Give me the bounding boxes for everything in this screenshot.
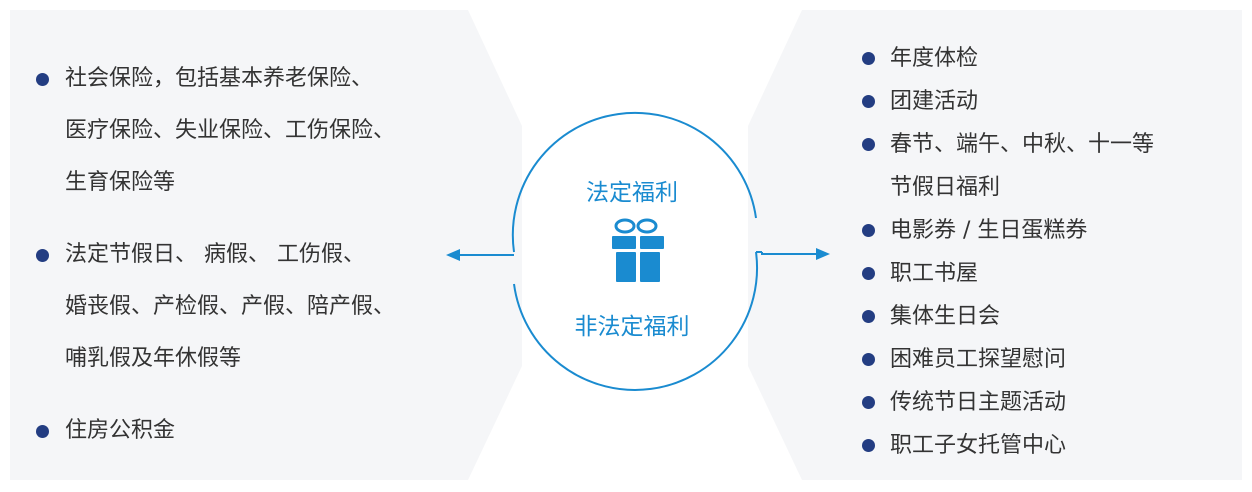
gift-icon [612,218,664,282]
list-item: 团建活动 [862,80,1242,123]
bullet-icon [862,310,875,323]
bullet-icon [862,138,875,151]
list-item: 电影券 / 生日蛋糕券 [862,209,1242,252]
list-item-text: 困难员工探望慰问 [890,347,1067,372]
list-item-text: 职工子女托管中心 [890,433,1067,458]
bullet-icon [36,249,49,262]
list-item: 集体生日会 [862,295,1242,338]
list-item: 传统节日主题活动 [862,381,1242,424]
list-item-text: 春节、端午、中秋、十一等 [890,132,1155,157]
list-item-text: 传统节日主题活动 [890,390,1067,415]
bullet-icon [862,353,875,366]
list-item: 困难员工探望慰问 [862,338,1242,381]
bullet-icon [862,95,875,108]
bullet-icon [862,267,875,280]
list-item-text: 婚丧假、产检假、产假、陪产假、 [65,294,396,319]
left-panel [10,10,522,480]
list-item-text: 节假日福利 [890,175,1001,200]
list-item: 职工子女托管中心 [862,424,1242,467]
bullet-icon [862,396,875,409]
list-item: 春节、端午、中秋、十一等节假日福利 [862,123,1242,209]
list-item-text: 法定节假日、 病假、 工伤假、 [65,242,365,267]
list-item-text: 年度体检 [890,46,979,71]
statutory-welfare-label: 法定福利 [586,180,678,206]
list-item: 社会保险，包括基本养老保险、医疗保险、失业保险、工伤保险、生育保险等 [36,53,456,209]
circle-bottom-arc [513,251,759,392]
right-arrow [756,248,830,260]
list-item-text: 社会保险，包括基本养老保险、 [65,66,374,91]
non-statutory-welfare-list: 年度体检团建活动春节、端午、中秋、十一等节假日福利电影券 / 生日蛋糕券职工书屋… [862,37,1242,467]
list-item-text: 集体生日会 [890,304,1001,329]
bullet-icon [36,73,49,86]
list-item: 法定节假日、 病假、 工伤假、婚丧假、产检假、产假、陪产假、哺乳假及年休假等 [36,229,456,385]
list-item-text: 职工书屋 [890,261,979,286]
bullet-icon [862,224,875,237]
list-item-text: 生育保险等 [65,170,176,195]
list-item-text: 医疗保险、失业保险、工伤保险、 [65,118,396,143]
non-statutory-welfare-label: 非法定福利 [574,314,690,340]
list-item-text: 电影券 / 生日蛋糕券 [890,218,1088,243]
list-item: 职工书屋 [862,252,1242,295]
list-item-text: 哺乳假及年休假等 [65,346,242,371]
list-item-text: 团建活动 [890,89,979,114]
statutory-welfare-list: 社会保险，包括基本养老保险、医疗保险、失业保险、工伤保险、生育保险等法定节假日、… [36,53,456,457]
list-item: 年度体检 [862,37,1242,80]
list-item-text: 住房公积金 [65,418,176,443]
bullet-icon [862,439,875,452]
left-arrow [446,249,514,261]
circle-top-arc [511,111,757,253]
bullet-icon [862,52,875,65]
bullet-icon [36,425,49,438]
list-item: 住房公积金 [36,405,456,457]
